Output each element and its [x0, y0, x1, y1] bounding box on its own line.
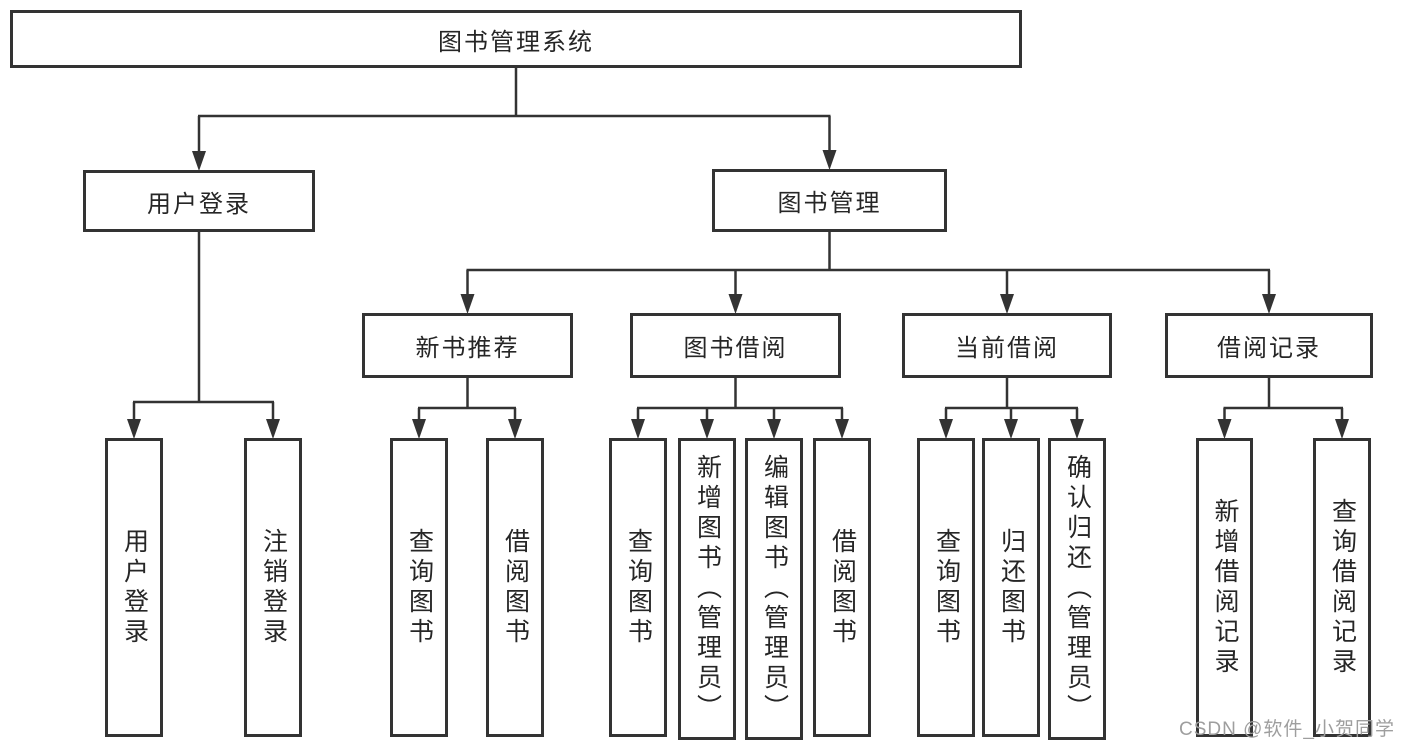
- arrowhead-icon: [508, 419, 522, 439]
- arrowhead-icon: [1000, 294, 1014, 314]
- arrowhead-icon: [412, 419, 426, 439]
- arrowhead-icon: [822, 150, 837, 170]
- arrowhead-icon: [127, 419, 141, 439]
- node-book-mgmt: 图书管理: [712, 169, 947, 232]
- arrowhead-icon: [631, 419, 645, 439]
- node-bor-query-books: 查询图书: [609, 438, 667, 737]
- node-bor-add-books-admin: 新增图书（管理员）: [678, 438, 736, 740]
- arrowhead-icon: [835, 419, 849, 439]
- node-rec-borrow-books: 借阅图书: [486, 438, 544, 737]
- arrowhead-icon: [767, 419, 781, 439]
- arrowhead-icon: [1217, 419, 1232, 439]
- arrowhead-icon: [1262, 294, 1276, 314]
- arrowhead-icon: [460, 294, 475, 314]
- node-cur-return-books: 归还图书: [982, 438, 1040, 737]
- watermark-text: CSDN @软件_小贺同学: [1179, 719, 1395, 740]
- node-borrow-records: 借阅记录: [1165, 313, 1373, 378]
- node-records-add: 新增借阅记录: [1196, 438, 1253, 737]
- node-cur-query-books: 查询图书: [917, 438, 975, 737]
- node-leaf-logout: 注销登录: [244, 438, 302, 737]
- node-records-query: 查询借阅记录: [1313, 438, 1371, 737]
- arrowhead-icon: [1070, 419, 1084, 439]
- arrowhead-icon: [728, 294, 743, 314]
- node-user-login: 用户登录: [83, 170, 315, 232]
- arrowhead-icon: [1335, 419, 1349, 439]
- arrowhead-icon: [192, 151, 206, 171]
- node-current-borrow: 当前借阅: [902, 313, 1112, 378]
- node-book-borrow: 图书借阅: [630, 313, 841, 378]
- node-rec-query-books: 查询图书: [390, 438, 448, 737]
- arrowhead-icon: [700, 419, 714, 439]
- node-root: 图书管理系统: [10, 10, 1022, 68]
- arrowhead-icon: [266, 419, 280, 439]
- arrowhead-icon: [939, 419, 953, 439]
- node-new-book-recommend: 新书推荐: [362, 313, 573, 378]
- arrowhead-icon: [1004, 419, 1018, 439]
- node-bor-borrow-books: 借阅图书: [813, 438, 871, 737]
- node-bor-edit-books-admin: 编辑图书（管理员）: [745, 438, 803, 740]
- node-cur-confirm-return-admin: 确认归还（管理员）: [1048, 438, 1106, 740]
- node-leaf-user-login: 用户登录: [105, 438, 163, 737]
